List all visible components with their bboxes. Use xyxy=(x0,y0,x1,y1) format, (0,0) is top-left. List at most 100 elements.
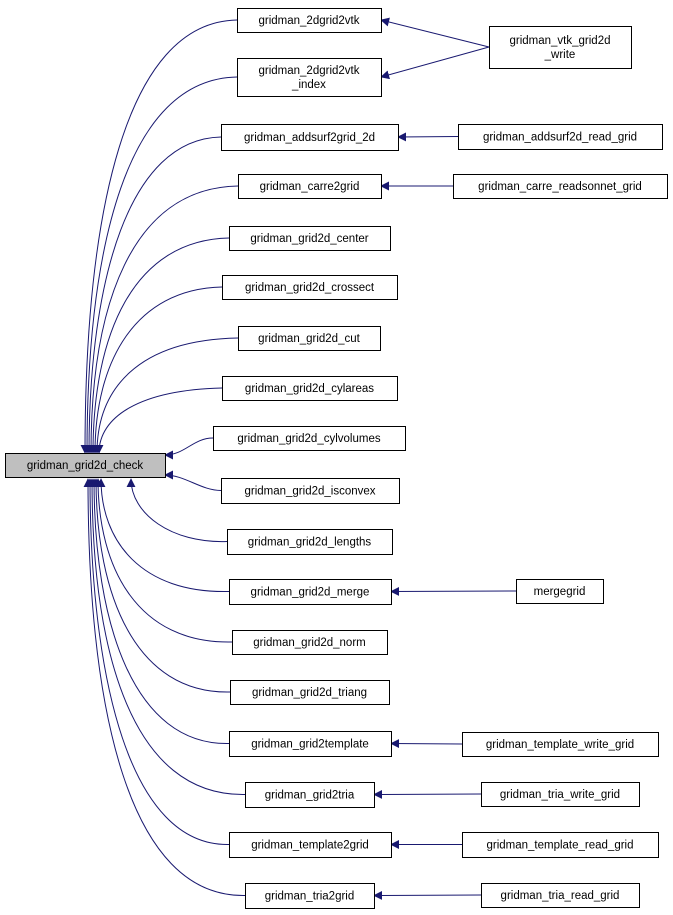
edge-m4-to-n12 xyxy=(390,586,517,596)
node-box xyxy=(229,832,392,858)
edge-n15-to-root xyxy=(89,478,230,745)
function-node[interactable]: gridman_grid2d_crossect xyxy=(222,275,398,300)
node-box xyxy=(5,453,166,478)
node-label: gridman_grid2d_isconvex xyxy=(244,486,375,498)
edge-n2-to-root xyxy=(82,76,238,454)
root-node[interactable]: gridman_grid2d_check xyxy=(5,453,166,478)
node-box xyxy=(245,883,375,909)
node-label: gridman_grid2d_crossect xyxy=(245,282,375,294)
node-label: gridman_vtk_grid2d xyxy=(509,35,610,47)
edge-n13-to-root xyxy=(93,478,233,643)
nodes-layer: gridman_grid2d_checkgridman_2dgrid2vtkgr… xyxy=(5,8,668,909)
node-label: gridman_grid2d_check xyxy=(27,460,144,472)
node-label: gridman_carre_readsonnet_grid xyxy=(478,181,642,193)
node-label: gridman_template_read_grid xyxy=(486,840,633,852)
function-node[interactable]: gridman_grid2d_cylvolumes xyxy=(213,426,406,451)
node-box xyxy=(229,731,392,757)
function-node[interactable]: gridman_vtk_grid2d _write xyxy=(489,26,632,69)
node-label: gridman_template_write_grid xyxy=(486,739,634,751)
function-node[interactable]: gridman_grid2d_norm xyxy=(232,630,388,655)
function-node[interactable]: gridman_2dgrid2vtk_index xyxy=(237,58,382,97)
node-box xyxy=(237,58,382,97)
function-node[interactable]: gridman_addsurf2grid_2d xyxy=(221,124,399,151)
edge-n9-to-root xyxy=(164,437,214,460)
node-box xyxy=(221,478,400,504)
node-box xyxy=(238,174,382,199)
function-node[interactable]: gridman_grid2d_center xyxy=(229,226,391,251)
node-box xyxy=(222,275,398,300)
function-node[interactable]: gridman_tria2grid xyxy=(245,883,375,909)
node-label: gridman_grid2template xyxy=(251,739,369,751)
edge-n4-to-root xyxy=(86,185,239,454)
edge-m5-to-n15 xyxy=(390,739,463,749)
edge-m8-to-n18 xyxy=(373,890,482,900)
edge-m1-to-n2 xyxy=(380,46,490,80)
function-node[interactable]: gridman_template2grid xyxy=(229,832,392,858)
node-box xyxy=(462,732,659,757)
edge-m1-to-n1 xyxy=(380,17,490,48)
node-label: gridman_2dgrid2vtk xyxy=(258,15,359,27)
node-box xyxy=(232,630,388,655)
function-node[interactable]: gridman_grid2d_cut xyxy=(238,326,381,351)
function-node[interactable]: gridman_grid2d_triang xyxy=(230,680,390,705)
edge-n5-to-root xyxy=(88,237,230,454)
node-label: gridman_addsurf2d_read_grid xyxy=(483,132,637,144)
edge-n14-to-root xyxy=(91,478,231,693)
function-node[interactable]: gridman_tria_write_grid xyxy=(481,782,640,807)
node-label: gridman_template2grid xyxy=(251,840,369,852)
node-box xyxy=(245,782,375,808)
edge-n10-to-root xyxy=(164,470,222,491)
node-box xyxy=(221,124,399,151)
node-label: gridman_tria2grid xyxy=(265,891,355,903)
node-label: gridman_grid2tria xyxy=(265,790,355,802)
function-node[interactable]: gridman_template_write_grid xyxy=(462,732,659,757)
node-label: gridman_grid2d_cylareas xyxy=(245,383,374,395)
node-label: gridman_grid2d_norm xyxy=(253,637,366,649)
node-label: gridman_2dgrid2vtk xyxy=(258,65,359,77)
edge-n17-to-root xyxy=(85,478,230,846)
node-box xyxy=(462,832,659,858)
node-box xyxy=(229,226,391,251)
edge-m2-to-n3 xyxy=(397,132,459,142)
node-label: gridman_grid2d_lengths xyxy=(248,537,372,549)
function-node[interactable]: gridman_grid2d_merge xyxy=(229,579,392,605)
node-label: gridman_grid2d_triang xyxy=(252,687,367,699)
edge-n11-to-root xyxy=(126,478,228,543)
edge-n3-to-root xyxy=(84,136,222,454)
node-label: gridman_grid2d_cut xyxy=(258,333,360,345)
function-node[interactable]: gridman_tria_read_grid xyxy=(481,883,640,908)
function-node[interactable]: mergegrid xyxy=(516,579,604,604)
edge-n16-to-root xyxy=(87,478,246,796)
edge-n6-to-root xyxy=(90,286,223,454)
node-label: gridman_carre2grid xyxy=(260,181,360,193)
function-node[interactable]: gridman_grid2template xyxy=(229,731,392,757)
node-label: gridman_grid2d_merge xyxy=(251,587,370,599)
edge-n12-to-root xyxy=(96,478,230,593)
node-label: gridman_tria_write_grid xyxy=(500,789,620,801)
node-label: gridman_addsurf2grid_2d xyxy=(244,132,375,144)
function-node[interactable]: gridman_grid2d_lengths xyxy=(227,529,393,555)
node-box xyxy=(489,26,632,69)
function-node[interactable]: gridman_carre2grid xyxy=(238,174,382,199)
function-node[interactable]: gridman_grid2d_isconvex xyxy=(221,478,400,504)
node-label: gridman_grid2d_center xyxy=(250,233,368,245)
edge-n18-to-root xyxy=(83,478,246,897)
edge-n7-to-root xyxy=(92,337,239,454)
node-box xyxy=(238,326,381,351)
function-node[interactable]: gridman_template_read_grid xyxy=(462,832,659,858)
node-label: mergegrid xyxy=(534,586,586,598)
node-box xyxy=(453,174,668,199)
node-box xyxy=(481,782,640,807)
function-node[interactable]: gridman_grid2tria xyxy=(245,782,375,808)
node-box xyxy=(229,579,392,605)
edge-n8-to-root xyxy=(94,387,223,454)
function-node[interactable]: gridman_addsurf2d_read_grid xyxy=(458,124,663,150)
edge-n1-to-root xyxy=(80,19,238,454)
function-node[interactable]: gridman_carre_readsonnet_grid xyxy=(453,174,668,199)
edge-m6-to-n16 xyxy=(373,789,482,799)
function-node[interactable]: gridman_2dgrid2vtk xyxy=(237,8,382,33)
function-node[interactable]: gridman_grid2d_cylareas xyxy=(222,376,398,401)
node-label: gridman_tria_read_grid xyxy=(501,890,620,902)
node-label: _write xyxy=(544,49,576,61)
